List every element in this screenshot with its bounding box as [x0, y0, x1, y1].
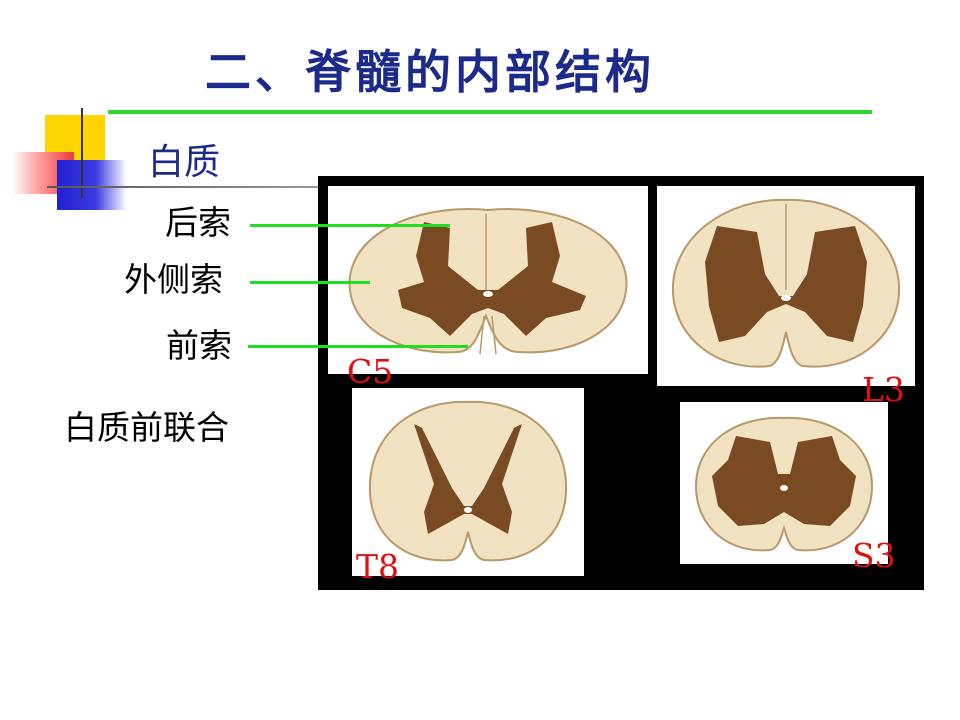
- label-lateral-funiculus: 外侧索: [124, 260, 223, 299]
- l3-illustration: [671, 198, 901, 368]
- leader-line-posterior: [250, 224, 450, 227]
- segment-label-t8: T8: [356, 547, 400, 586]
- label-anterior-funiculus: 前索: [166, 326, 232, 365]
- spinal-cord-sections-panel: [318, 176, 924, 590]
- s3-illustration: [694, 416, 874, 552]
- decor-blue-bar: [57, 160, 127, 210]
- slide-title: 二、脊髓的内部结构: [205, 45, 655, 99]
- segment-label-l3: L3: [862, 370, 905, 409]
- section-t8-image: [352, 388, 584, 576]
- label-posterior-funiculus: 后索: [165, 203, 231, 242]
- segment-label-s3: S3: [852, 536, 896, 575]
- t8-illustration: [368, 400, 568, 562]
- leader-line-anterior: [248, 345, 468, 348]
- decor-horizontal-line: [47, 186, 319, 188]
- section-l3-image: [657, 186, 915, 386]
- leader-line-lateral: [250, 281, 370, 284]
- section-s3-image: [680, 402, 888, 564]
- title-underline: [108, 110, 872, 114]
- segment-label-c5: C5: [347, 352, 394, 391]
- subtitle-white-matter: 白质: [148, 142, 221, 183]
- section-c5-image: [328, 186, 648, 374]
- c5-illustration: [348, 208, 628, 355]
- label-anterior-white-commissure: 白质前联合: [64, 408, 229, 447]
- decor-vertical-line: [81, 108, 83, 198]
